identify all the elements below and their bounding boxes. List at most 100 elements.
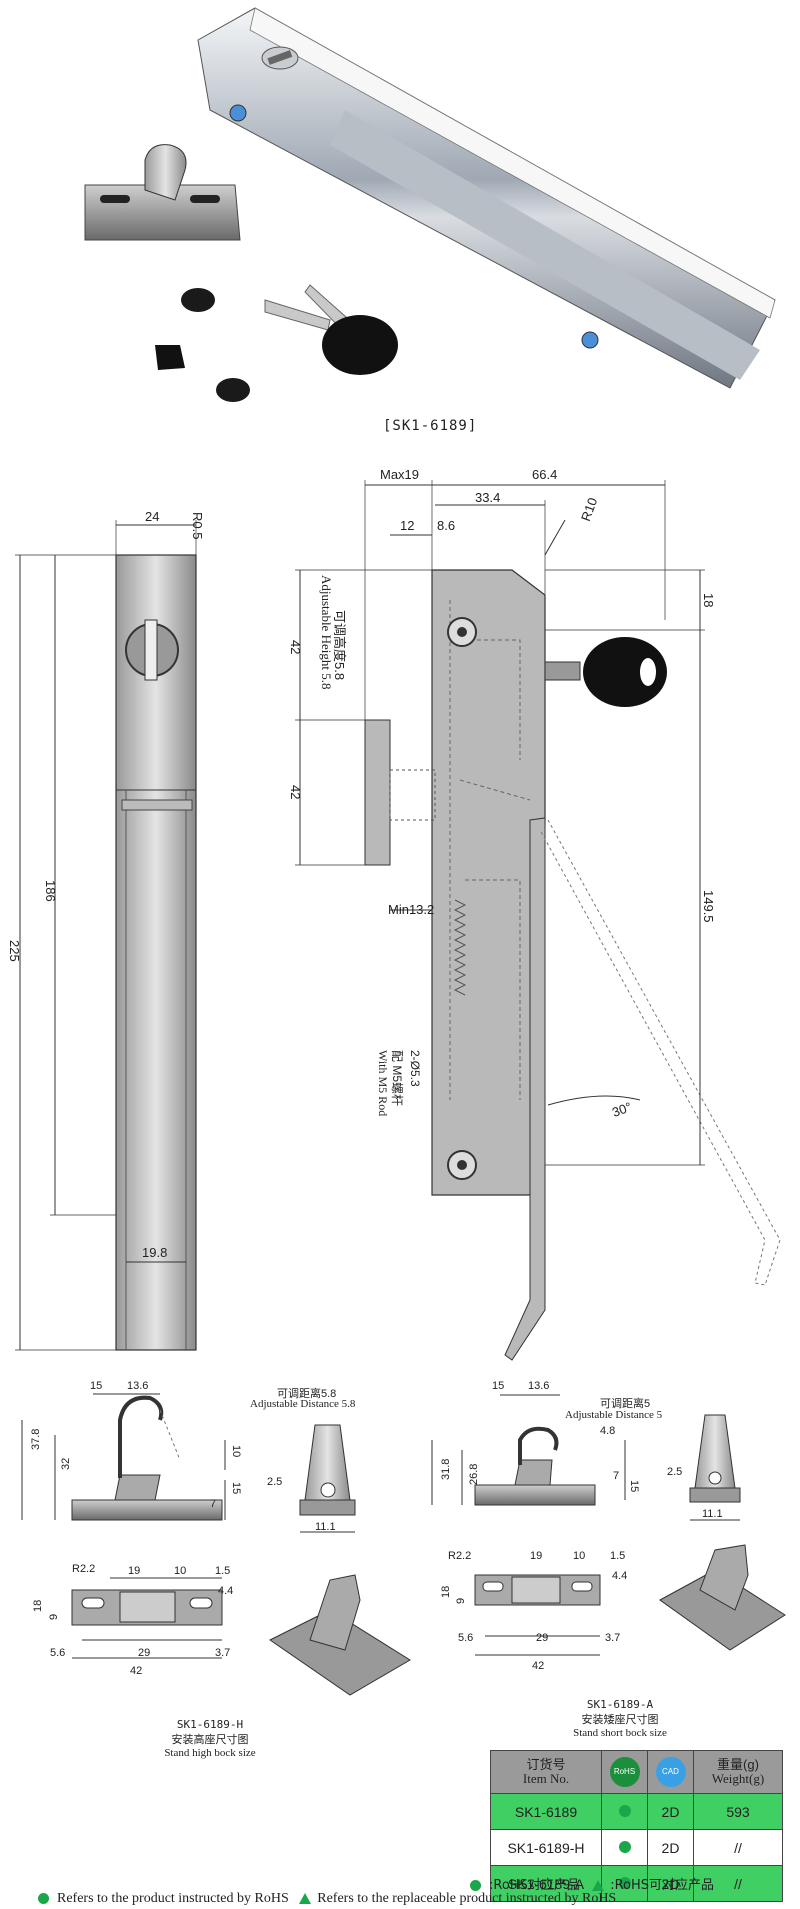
legend-rohs-alt-cn: :RoHS可对应产品 — [610, 1878, 715, 1893]
hb-caption-en: Stand high bock size — [164, 1747, 256, 1759]
row-rohs — [601, 1793, 648, 1830]
col-weight-cn: 重量(g) — [717, 1757, 759, 1772]
row-weight: // — [693, 1865, 783, 1902]
dim-side-8-6: 8.6 — [437, 518, 456, 533]
rohs-dot-icon — [38, 1893, 49, 1905]
sb-dim-31-8: 31.8 — [440, 1458, 452, 1480]
rohs-icon: RoHS — [609, 1757, 640, 1787]
legend-rohs-cn: :RoHS对应产品 — [489, 1878, 580, 1893]
table-row: SK1-6189-H 2D // — [490, 1829, 783, 1866]
sb-dim-2-5: 2.5 — [667, 1466, 683, 1478]
sb-dim-13-6: 13.6 — [528, 1380, 550, 1392]
hb-caption-cn: 安装高座尺寸图 — [171, 1733, 249, 1746]
col-rohs: RoHS — [601, 1750, 648, 1794]
hb-dim-2-5: 2.5 — [267, 1476, 283, 1488]
rohs-dot-icon — [618, 1804, 631, 1817]
dim-side-min: Min13.2 — [388, 902, 435, 917]
hb-dim-19: 19 — [128, 1565, 141, 1577]
sb-dim-42: 42 — [532, 1660, 545, 1672]
sb-adj-en: Adjustable Distance 5 — [565, 1409, 663, 1421]
table-row: SK1-6189 2D 593 — [490, 1793, 783, 1830]
dim-front-bottom-width: 19.8 — [142, 1245, 168, 1260]
sb-dim-29: 29 — [536, 1632, 549, 1644]
hb-adj-cn: 可调距离5.8 — [277, 1388, 337, 1400]
row-item: SK1-6189 — [490, 1793, 602, 1830]
hb-dim-13-6: 13.6 — [127, 1380, 149, 1392]
hb-dim-11-1: 11.1 — [315, 1521, 336, 1533]
hb-caption-code: SK1-6189-H — [176, 1718, 244, 1731]
sb-dim-4-8: 4.8 — [600, 1425, 616, 1437]
spec-table-header: 订货号 Item No. RoHS CAD 重量(g) Weight(g) — [490, 1750, 783, 1794]
row-item: SK1-6189-A — [490, 1865, 602, 1902]
cad-icon: CAD — [655, 1757, 686, 1787]
sb-dim-10: 10 — [573, 1550, 586, 1562]
legend-cn: :RoHS对应产品 :RoHS可对应产品 — [470, 1874, 714, 1893]
strike-bracket-photo — [84, 144, 241, 241]
hb-dim-42: 42 — [130, 1665, 143, 1677]
legend-rohs-alt-en: Refers to the replaceable product instru… — [317, 1891, 617, 1906]
hb-dim-5-6: 5.6 — [50, 1647, 66, 1659]
legend-en: Refers to the product instructed by RoHS… — [38, 1891, 616, 1907]
sb-dim-15: 15 — [492, 1380, 505, 1392]
legend-rohs-en: Refers to the product instructed by RoHS — [57, 1891, 289, 1906]
hb-dim-15: 15 — [90, 1380, 103, 1392]
dim-side-33-4: 33.4 — [475, 490, 501, 505]
sb-dim-18: 18 — [440, 1585, 452, 1598]
handle-photo — [197, 7, 776, 389]
hb-dim-4-4: 4.4 — [218, 1585, 234, 1597]
row-weight: // — [693, 1829, 783, 1866]
sb-caption-code: SK1-6189-A — [586, 1698, 654, 1711]
hb-dim-1-5: 1.5 — [215, 1565, 231, 1577]
row-rohs — [601, 1829, 648, 1866]
sb-dim-19: 19 — [530, 1550, 543, 1562]
hb-dim-3-7: 3.7 — [215, 1647, 231, 1659]
sb-dim-15b: 15 — [628, 1480, 640, 1493]
hb-dim-10b: 10 — [174, 1565, 187, 1577]
hb-dim-r2-2: R2.2 — [72, 1563, 96, 1575]
row-cad: 2D — [647, 1829, 694, 1866]
col-item-cn: 订货号 — [526, 1757, 566, 1772]
rohs-dot-icon — [618, 1876, 631, 1889]
product-caption: [SK1-6189] — [383, 418, 478, 434]
row-rohs — [601, 1865, 648, 1902]
row-cad: 2D — [647, 1793, 694, 1830]
sb-dim-r2-2: R2.2 — [448, 1550, 472, 1562]
dim-side-66-4: 66.4 — [532, 467, 558, 482]
col-item-en: Item No. — [522, 1771, 570, 1786]
col-item: 订货号 Item No. — [490, 1750, 602, 1794]
dim-front-width: 24 — [145, 509, 160, 524]
sb-dim-5-6: 5.6 — [458, 1632, 474, 1644]
sb-adj-cn: 可调距离5 — [600, 1398, 651, 1410]
hb-dim-29: 29 — [138, 1647, 151, 1659]
sb-dim-9: 9 — [455, 1597, 467, 1604]
sb-dim-4-4: 4.4 — [612, 1570, 628, 1582]
sb-dim-7: 7 — [613, 1470, 620, 1482]
spec-table: 订货号 Item No. RoHS CAD 重量(g) Weight(g) SK… — [490, 1750, 783, 1902]
sb-dim-11-1: 11.1 — [702, 1508, 723, 1520]
row-cad: 2D — [647, 1865, 694, 1902]
table-row: SK1-6189-A 2D // — [490, 1865, 783, 1902]
row-item: SK1-6189-H — [490, 1829, 602, 1866]
hb-dim-7: 7 — [210, 1498, 217, 1510]
high-bock-caption: SK1-6189-H 安装高座尺寸图 Stand high bock size — [110, 1718, 310, 1759]
rohs-triangle-icon — [299, 1893, 312, 1905]
sb-caption-cn: 安装矮座尺寸图 — [581, 1713, 659, 1726]
sb-caption-en: Stand short bock size — [573, 1727, 667, 1739]
rohs-dot-icon — [470, 1880, 481, 1891]
row-weight: 593 — [693, 1793, 783, 1830]
dim-side-max: Max19 — [380, 467, 420, 482]
short-bock-caption: SK1-6189-A 安装矮座尺寸图 Stand short bock size — [520, 1698, 720, 1739]
col-weight: 重量(g) Weight(g) — [693, 1750, 783, 1794]
hb-adj-en: Adjustable Distance 5.8 — [250, 1398, 356, 1410]
rohs-triangle-icon — [592, 1880, 605, 1891]
sb-dim-1-5: 1.5 — [610, 1550, 626, 1562]
dim-side-12: 12 — [400, 518, 415, 533]
sb-dim-26-8: 26.8 — [468, 1463, 480, 1485]
rohs-dot-icon — [618, 1840, 631, 1853]
sb-dim-3-7: 3.7 — [605, 1632, 621, 1644]
